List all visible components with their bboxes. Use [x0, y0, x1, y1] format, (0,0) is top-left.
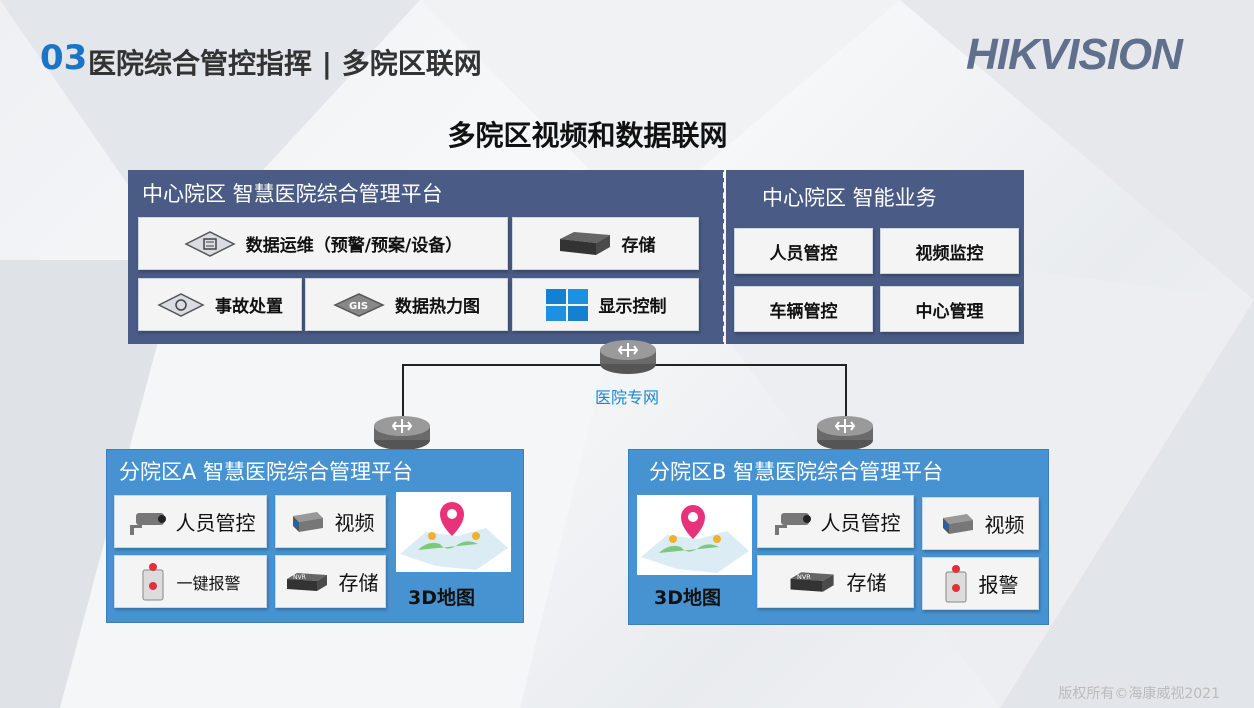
card-video-monitor: 视频监控 [880, 228, 1019, 274]
box-camera-icon [942, 513, 973, 534]
svg-text:NVR: NVR [797, 572, 811, 580]
svg-text:GIS: GIS [349, 301, 368, 312]
alarm-chip-icon [157, 292, 205, 317]
center-business-title: 中心院区 智能业务 [762, 186, 937, 210]
branch-b-card-storage: NVR 存储 [757, 555, 914, 608]
card-label: 存储 [846, 571, 887, 595]
center-platform-title: 中心院区 智慧医院综合管理平台 [142, 182, 443, 206]
branch-a-card-storage: NVR 存储 [275, 555, 386, 608]
map-3d-label: 3D地图 [654, 587, 721, 609]
branch-b-card-personnel: 人员管控 [757, 495, 914, 548]
card-label: 中心管理 [915, 301, 984, 322]
card-label: 人员管控 [769, 243, 838, 264]
branch-a-router-icon [374, 416, 430, 450]
network-line-left [402, 364, 404, 416]
nvr-icon: NVR [286, 572, 327, 591]
page-title: 医院综合管控指挥 | 多院区联网 [88, 47, 482, 80]
card-data-ops: 数据运维（预警/预案/设备） [138, 217, 508, 270]
alarm-box-icon [945, 564, 966, 602]
card-label: 事故处置 [215, 297, 283, 317]
card-label: 人员管控 [175, 511, 256, 535]
map-3d-label: 3D地图 [408, 587, 475, 609]
card-label: 一键报警 [176, 573, 241, 593]
card-vehicle-control: 车辆管控 [734, 286, 873, 332]
card-label: 视频监控 [915, 243, 984, 264]
branch-b-card-alarm: 报警 [922, 557, 1039, 610]
card-display-control: 显示控制 [512, 278, 699, 331]
card-incident: 事故处置 [138, 278, 302, 331]
brand-logo: HIKVISION [966, 30, 1183, 79]
branch-b-router-icon [817, 416, 873, 450]
bullet-camera-icon [774, 512, 811, 535]
branch-a-title: 分院区A 智慧医院综合管理平台 [119, 460, 414, 484]
card-label: 车辆管控 [769, 301, 838, 322]
section-number: 03 [40, 38, 88, 78]
card-label: 数据热力图 [395, 297, 480, 317]
gis-chip-icon: GIS [333, 292, 385, 317]
card-storage: 存储 [512, 217, 699, 270]
card-heatmap: GIS 数据热力图 [305, 278, 508, 331]
card-center-management: 中心管理 [880, 286, 1019, 332]
panel-divider [723, 172, 725, 342]
video-wall-icon [545, 288, 588, 321]
svg-text:NVR: NVR [293, 574, 306, 581]
card-label: 视频 [334, 511, 375, 535]
alarm-box-icon [142, 562, 164, 600]
bullet-camera-icon [129, 512, 166, 535]
branch-a-card-video: 视频 [275, 495, 386, 548]
nvr-icon: NVR [790, 571, 834, 592]
card-label: 报警 [978, 573, 1019, 597]
diagram-title: 多院区视频和数据联网 [447, 119, 728, 152]
map-3d-icon [396, 492, 511, 572]
gear-chip-icon [184, 230, 236, 257]
card-label: 存储 [621, 236, 656, 256]
card-label: 存储 [338, 571, 379, 595]
card-label: 数据运维（预警/预案/设备） [245, 236, 463, 256]
card-label: 显示控制 [598, 297, 667, 317]
core-router-icon [600, 340, 656, 374]
box-camera-icon [292, 511, 323, 532]
storage-server-icon [559, 231, 610, 255]
branch-a-card-personnel: 人员管控 [114, 495, 267, 548]
branch-b-card-video: 视频 [922, 497, 1039, 550]
card-personnel-control: 人员管控 [734, 228, 873, 274]
copyright-text: 版权所有©海康威视2021 [1058, 686, 1220, 702]
card-label: 视频 [984, 513, 1025, 537]
branch-a-card-alarm: 一键报警 [114, 555, 267, 608]
branch-b-title: 分院区B 智慧医院综合管理平台 [649, 460, 944, 484]
network-line-right [845, 364, 847, 416]
card-label: 人员管控 [820, 511, 901, 535]
map-3d-icon [637, 495, 752, 575]
hospital-network-label: 医院专网 [595, 388, 660, 407]
